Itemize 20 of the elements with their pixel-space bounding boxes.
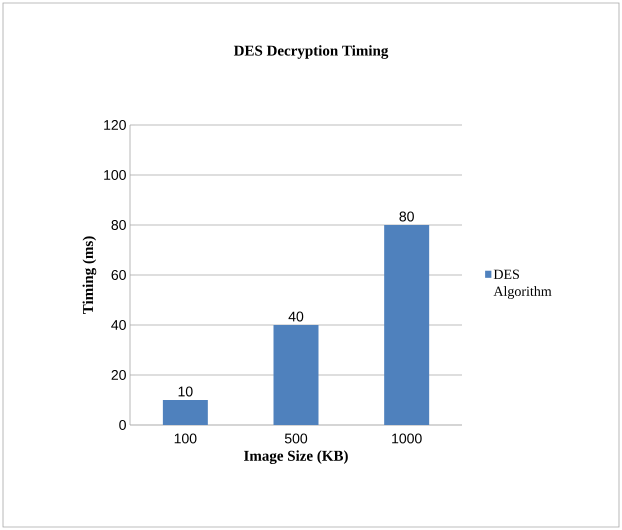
legend-label: DES Algorithm — [494, 270, 552, 299]
bar — [162, 400, 208, 425]
chart-title: DES Decryption Timing — [234, 45, 388, 59]
y-tick-label: 20 — [112, 370, 126, 380]
y-tick-label: 80 — [112, 220, 126, 230]
data-label: 80 — [399, 212, 414, 222]
data-label: 10 — [178, 386, 193, 396]
y-tick-label: 0 — [119, 420, 126, 430]
bar — [384, 224, 430, 425]
x-tick-label: 500 — [284, 434, 308, 444]
data-label: 40 — [288, 312, 304, 322]
y-tick-label: 60 — [112, 270, 126, 280]
y-axis-title: Timing (ms) — [82, 236, 96, 314]
bar — [274, 324, 318, 425]
y-tick-label: 40 — [111, 320, 126, 330]
y-tick-label: 100 — [104, 170, 126, 180]
x-axis-title: Image Size (KB) — [244, 450, 348, 464]
x-tick-label: 100 — [174, 434, 196, 444]
y-tick-label: 120 — [104, 120, 126, 130]
x-tick-label: 1000 — [392, 434, 422, 444]
